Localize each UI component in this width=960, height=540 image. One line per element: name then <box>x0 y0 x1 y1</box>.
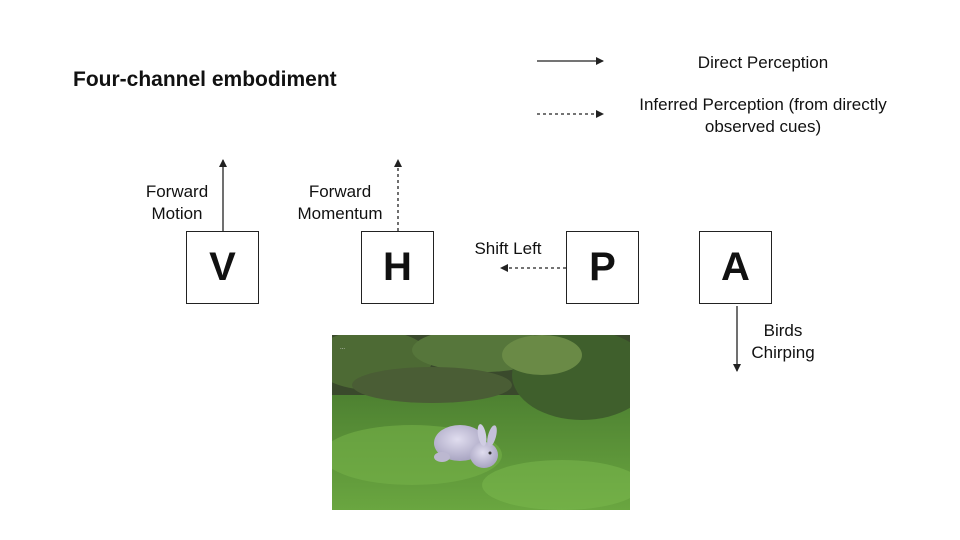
p-label: Shift Left <box>474 239 542 258</box>
v-label-line2: Motion <box>151 204 203 223</box>
legend-inferred-line2: observed cues) <box>704 117 822 136</box>
legend-direct-label: Direct Perception <box>697 53 829 72</box>
legend-inferred-label: Inferred Perception (from directly obser… <box>612 94 914 138</box>
channel-box-h: H <box>361 231 434 304</box>
h-label-line1: Forward <box>308 182 372 201</box>
a-label: Birds Chirping <box>745 320 821 364</box>
bunny-scene: ... <box>332 335 630 510</box>
bunny-photo: ... <box>332 335 630 510</box>
a-label-line2: Chirping <box>751 343 815 362</box>
v-label: Forward Motion <box>127 181 227 225</box>
channel-box-v: V <box>186 231 259 304</box>
v-label-line1: Forward <box>145 182 209 201</box>
h-label: Forward Momentum <box>290 181 390 225</box>
photo-watermark: ... <box>340 345 345 351</box>
channel-box-a: A <box>699 231 772 304</box>
diagram-title: Four-channel embodiment <box>73 68 337 91</box>
legend-inferred-line1: Inferred Perception (from directly <box>639 95 887 114</box>
a-label-line1: Birds <box>763 321 803 340</box>
channel-box-p: P <box>566 231 639 304</box>
h-label-line2: Momentum <box>297 204 383 223</box>
